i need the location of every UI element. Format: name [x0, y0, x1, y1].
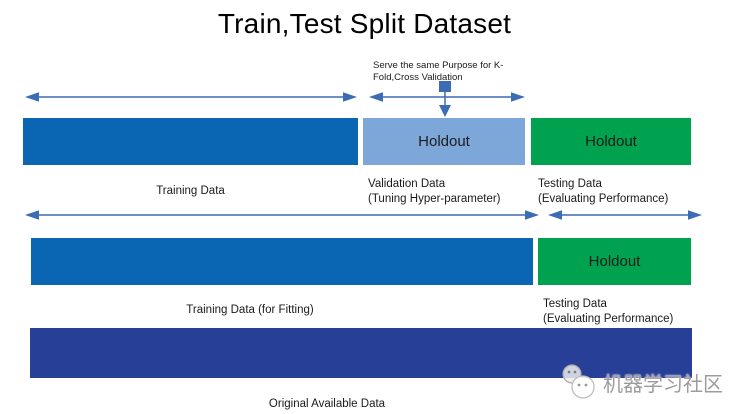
testing-caption: Testing Data (Evaluating Performance) [538, 177, 708, 207]
watermark-logo-icon [562, 364, 595, 399]
training-data-caption: Training Data [156, 185, 225, 197]
down-arrow-marker-icon [439, 81, 451, 117]
validation-caption-line2: (Tuning Hyper-parameter) [368, 193, 501, 205]
original-data-bar [30, 328, 692, 378]
training-span-arrow [25, 92, 357, 102]
holdout-label: Holdout [418, 133, 470, 150]
page-title: Train,Test Split Dataset [217, 8, 512, 39]
testing-caption-2: Testing Data (Evaluating Performance) [543, 297, 713, 327]
kfold-note: Serve the same Purpose for K-Fold,Cross … [373, 60, 504, 83]
testing-span-arrow [548, 210, 702, 220]
testing-caption-2-line1: Testing Data [543, 298, 607, 310]
training-data-bar [23, 118, 358, 165]
testing-holdout-bar-2: Holdout [538, 238, 691, 285]
validation-caption-line1: Validation Data [368, 178, 446, 190]
original-data-caption: Original Available Data [268, 398, 386, 410]
validation-caption: Validation Data (Tuning Hyper-parameter) [368, 177, 538, 207]
watermark: 机器学习社区 [557, 364, 723, 400]
testing-caption-2-line2: (Evaluating Performance) [543, 313, 674, 325]
fitting-training-bar [31, 238, 533, 285]
testing-caption-line1: Testing Data [538, 178, 602, 190]
fitting-span-arrow [25, 210, 539, 220]
validation-span-arrow [369, 92, 525, 102]
watermark-text: 机器学习社区 [603, 373, 723, 396]
fitting-caption: Training Data (for Fitting) [186, 304, 314, 316]
holdout-label: Holdout [588, 253, 641, 270]
testing-holdout-bar: Holdout [531, 118, 691, 165]
testing-caption-line2: (Evaluating Performance) [538, 193, 669, 205]
validation-holdout-bar: Holdout [363, 118, 525, 165]
holdout-label: Holdout [585, 133, 637, 150]
